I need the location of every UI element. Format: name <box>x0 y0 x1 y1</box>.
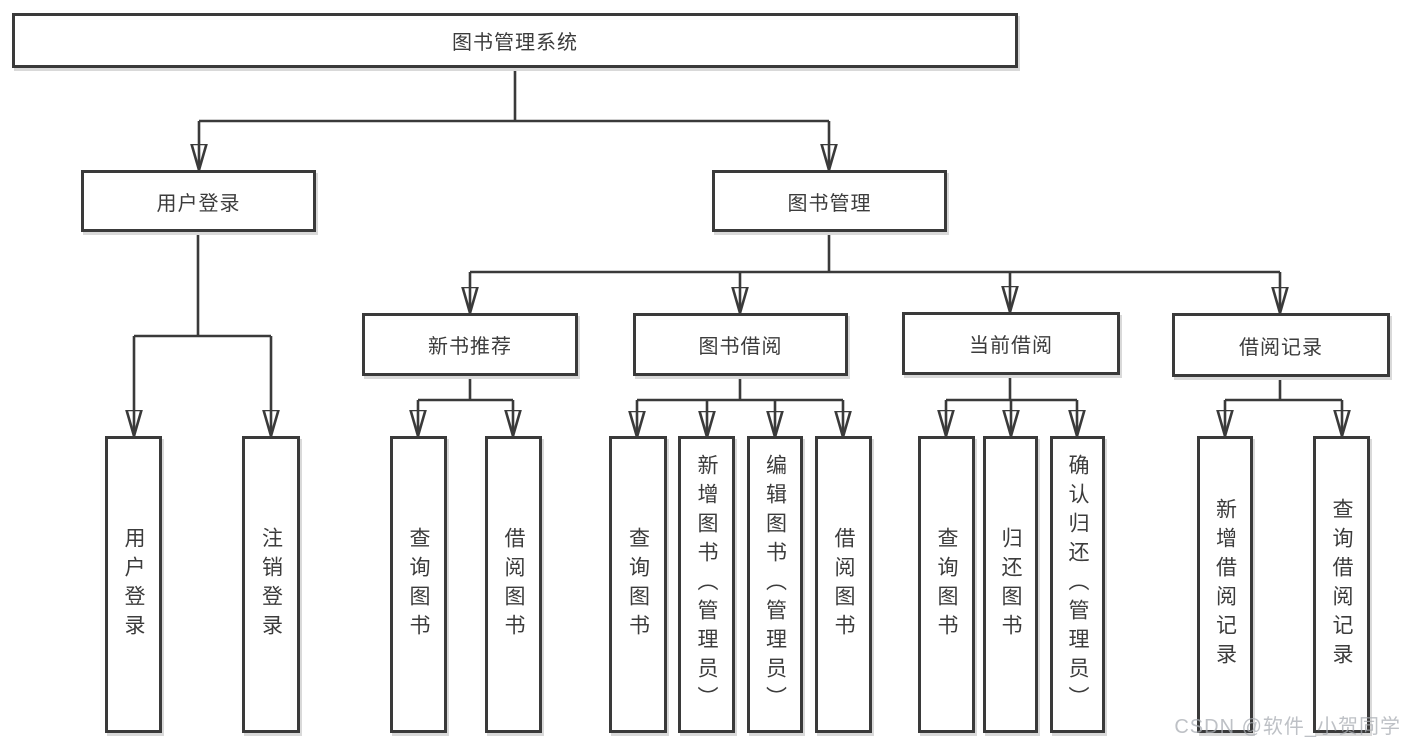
node-leaf-query-book-current: 查询图书 <box>918 436 975 733</box>
node-leaf-query-book-recommend: 查询图书 <box>390 436 447 733</box>
node-leaf-query-book-current-label: 查询图书 <box>935 526 958 643</box>
connector-root-trunk <box>199 68 829 123</box>
node-leaf-edit-book-label: 编辑图书（管理员） <box>763 454 787 715</box>
node-leaf-borrow-book-label: 借阅图书 <box>832 526 855 643</box>
node-leaf-borrow-book: 借阅图书 <box>815 436 872 733</box>
node-leaf-borrow-book-recommend: 借阅图书 <box>485 436 542 733</box>
connector-book-borrow-trunk <box>637 376 843 402</box>
node-user-login-label: 用户登录 <box>156 192 241 215</box>
node-leaf-logout-label: 注销登录 <box>259 526 283 643</box>
node-book-management: 图书管理 <box>712 170 947 232</box>
node-user-login: 用户登录 <box>81 170 316 232</box>
node-current-borrow-label: 当前借阅 <box>969 335 1053 357</box>
node-book-borrow-label: 图书借阅 <box>698 336 783 358</box>
node-leaf-query-borrow-record: 查询借阅记录 <box>1313 436 1370 733</box>
node-borrow-records-label: 借阅记录 <box>1239 336 1323 359</box>
node-root: 图书管理系统 <box>12 13 1018 68</box>
node-book-management-label: 图书管理 <box>787 192 872 215</box>
node-leaf-add-borrow-record-label: 新增借阅记录 <box>1213 497 1237 672</box>
node-leaf-add-book-label: 新增图书（管理员） <box>695 454 718 715</box>
node-book-borrow: 图书借阅 <box>633 313 848 376</box>
node-current-borrow: 当前借阅 <box>902 312 1120 375</box>
node-leaf-return-book-label: 归还图书 <box>999 526 1022 643</box>
node-leaf-add-borrow-record: 新增借阅记录 <box>1197 436 1253 733</box>
node-new-book-recommend: 新书推荐 <box>362 313 578 376</box>
node-leaf-query-borrow-record-label: 查询借阅记录 <box>1330 497 1353 672</box>
node-leaf-logout: 注销登录 <box>242 436 300 733</box>
node-leaf-add-book: 新增图书（管理员） <box>678 436 735 733</box>
connector-book-management-trunk <box>470 232 1280 274</box>
node-leaf-return-book: 归还图书 <box>983 436 1038 733</box>
node-leaf-query-book-borrow: 查询图书 <box>609 436 667 733</box>
node-leaf-query-book-recommend-label: 查询图书 <box>407 526 430 643</box>
node-leaf-user-login: 用户登录 <box>105 436 162 733</box>
node-leaf-confirm-return-label: 确认归还（管理员） <box>1066 454 1089 715</box>
node-leaf-edit-book: 编辑图书（管理员） <box>747 436 803 733</box>
connector-user-login-trunk <box>134 232 271 338</box>
connector-new-book-recommend-trunk <box>418 376 513 402</box>
connector-current-borrow-trunk <box>946 375 1077 402</box>
node-leaf-user-login-label: 用户登录 <box>122 526 145 643</box>
connector-borrow-records-trunk <box>1225 377 1342 402</box>
node-root-label: 图书管理系统 <box>452 32 578 54</box>
node-new-book-recommend-label: 新书推荐 <box>428 336 512 358</box>
node-leaf-confirm-return: 确认归还（管理员） <box>1050 436 1105 733</box>
csdn-watermark: CSDN @软件_小贺同学 <box>1174 716 1401 738</box>
node-leaf-query-book-borrow-label: 查询图书 <box>626 526 650 643</box>
node-leaf-borrow-book-recommend-label: 借阅图书 <box>502 526 525 643</box>
node-borrow-records: 借阅记录 <box>1172 313 1390 377</box>
